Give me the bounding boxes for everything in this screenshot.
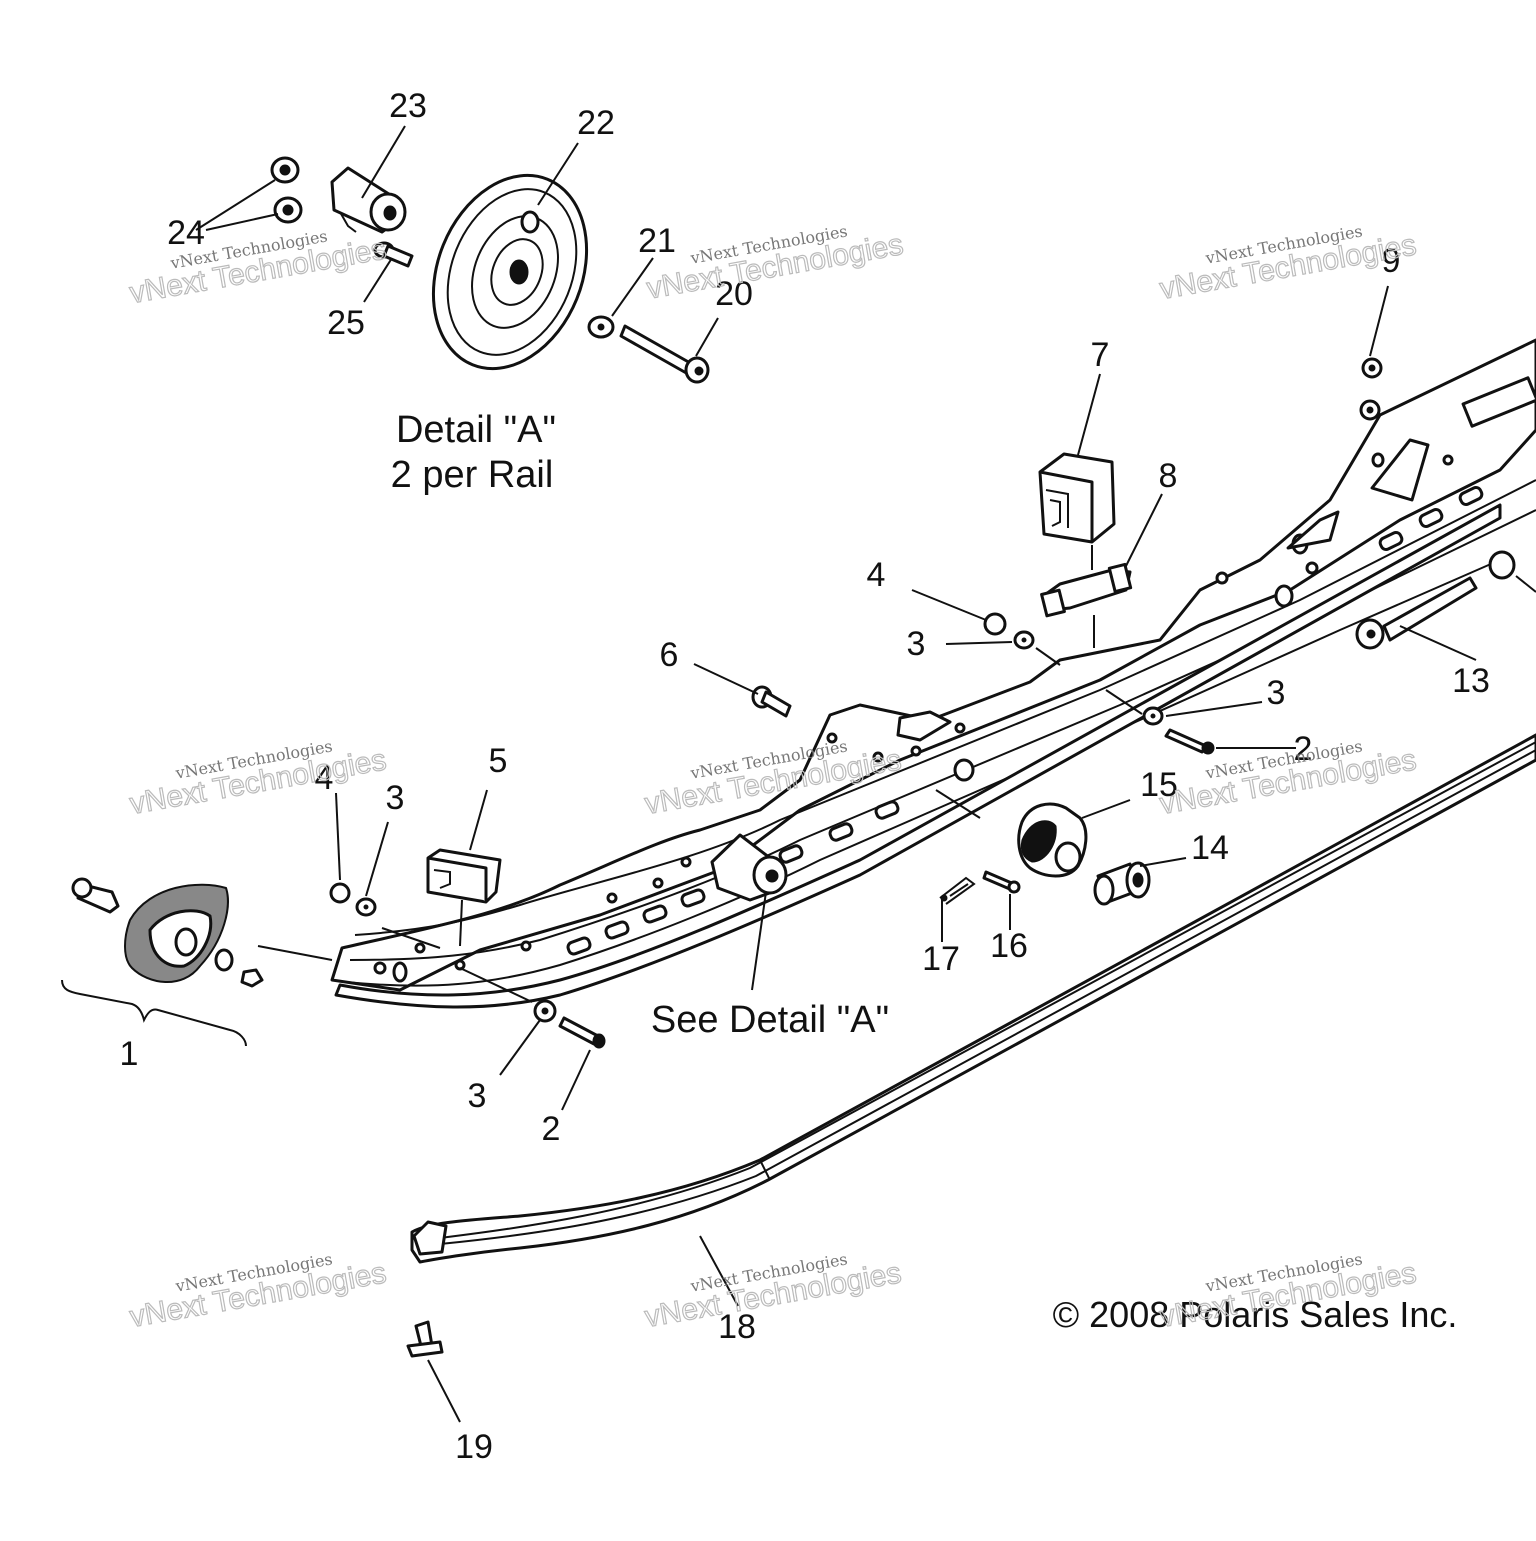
watermark-3: vNext Technologies vNext Technologies — [1157, 221, 1420, 306]
part-16-pin — [982, 870, 1021, 894]
callout-15: 15 — [1140, 766, 1178, 804]
part-7-block — [1038, 452, 1116, 544]
callout-21: 21 — [638, 222, 676, 260]
watermark-7: vNext Technologies vNext Technologies — [127, 1249, 390, 1334]
part-9-nuts — [1359, 357, 1383, 421]
detail-a-group — [195, 125, 719, 384]
callout-25: 25 — [327, 304, 365, 342]
callout-23: 23 — [389, 87, 427, 125]
callout-14: 14 — [1191, 829, 1229, 867]
callout-3-centre: 3 — [907, 625, 926, 663]
callout-8: 8 — [1159, 457, 1178, 495]
callout-1: 1 — [120, 1035, 139, 1073]
callout-24: 24 — [167, 214, 205, 252]
part-13-bolt — [1355, 550, 1516, 650]
part-14-pin — [1093, 861, 1151, 906]
callout-7: 7 — [1091, 336, 1110, 374]
part-25-bolt — [373, 241, 414, 268]
copyright-text: © 2008 Polaris Sales Inc. — [1053, 1294, 1458, 1335]
watermark-1: vNext Technologies vNext Technologies — [127, 226, 390, 310]
callout-16: 16 — [990, 927, 1028, 965]
callout-2-right: 2 — [1294, 730, 1313, 768]
part-8-slider — [1040, 562, 1133, 618]
watermark-4: vNext Technologies vNext Technologies — [127, 736, 390, 821]
callout-5: 5 — [489, 742, 508, 780]
callout-19: 19 — [455, 1428, 493, 1466]
callout-4-left: 4 — [315, 759, 334, 797]
callout-22: 22 — [577, 104, 615, 142]
detail-a-mount — [710, 833, 788, 902]
part-2-bolt-right — [1164, 728, 1215, 755]
callout-3-right: 3 — [1267, 674, 1286, 712]
left-fasteners — [329, 789, 606, 1111]
part-4-nut-left — [329, 882, 351, 904]
part-5-block — [426, 848, 502, 904]
part-15-cam — [1017, 802, 1088, 878]
rail-slots — [566, 376, 1536, 956]
callout-3-left-lower: 3 — [468, 1077, 487, 1115]
part-17-clip — [939, 876, 976, 905]
detail-a-title: Detail "A" — [396, 409, 556, 451]
part-18-slide — [410, 733, 1536, 1307]
detail-a-subtitle: 2 per Rail — [391, 454, 554, 496]
callout-18: 18 — [718, 1308, 756, 1346]
rail-holes — [373, 452, 1454, 983]
part-24-nuts — [270, 156, 303, 224]
main-rail-assembly — [330, 338, 1536, 1009]
part-2-bolt-left — [558, 1016, 606, 1049]
part-4-nut-centre — [983, 612, 1007, 636]
part-20-bolt — [619, 324, 710, 384]
callout-9: 9 — [1382, 242, 1401, 280]
callout-3-left-upper: 3 — [386, 779, 405, 817]
part-23-bushing — [330, 166, 407, 234]
part-6-bolt — [751, 685, 792, 718]
callout-4-centre: 4 — [867, 556, 886, 594]
cam-group — [935, 789, 1187, 942]
callout-numbers: 23 22 24 25 21 20 9 7 8 4 3 6 13 3 2 15 … — [120, 87, 1490, 1466]
see-detail-a-caption: See Detail "A" — [651, 999, 889, 1041]
part-21-washer — [587, 315, 615, 339]
part-1-tip — [61, 877, 333, 1047]
watermark-8: vNext Technologies vNext Technologies — [642, 1249, 905, 1334]
callout-13: 13 — [1452, 662, 1490, 700]
centre-fasteners — [693, 373, 1163, 718]
callout-2-left: 2 — [542, 1110, 561, 1148]
part-22-wheel — [431, 173, 589, 371]
callout-6: 6 — [660, 636, 679, 674]
part-19-screw — [406, 1320, 461, 1423]
right-fasteners — [1105, 285, 1536, 755]
watermark-2: vNext Technologies vNext Technologies — [644, 221, 907, 306]
callout-20: 20 — [715, 275, 753, 313]
callout-17: 17 — [922, 940, 960, 978]
